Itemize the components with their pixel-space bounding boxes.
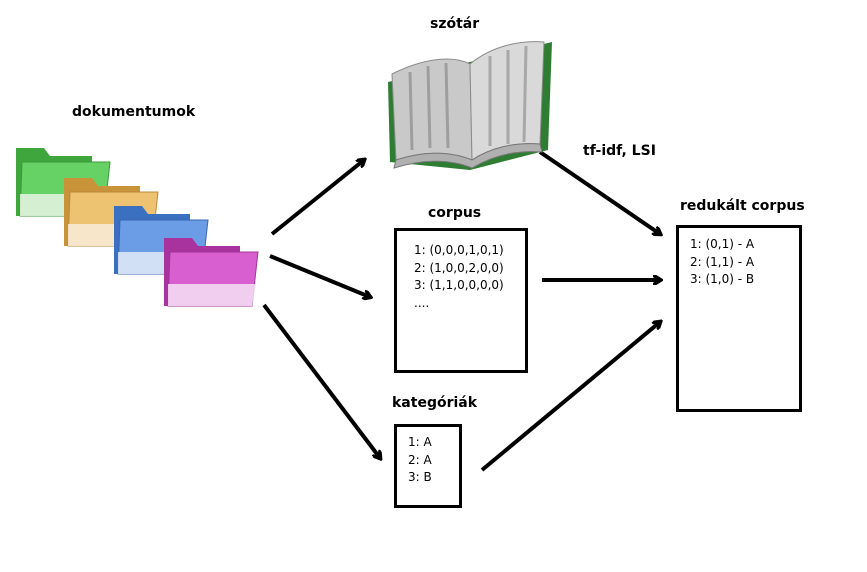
kategoriak-box xyxy=(394,424,462,508)
corpus-line: .... xyxy=(414,295,430,310)
corpus-lines: 1: (0,0,0,1,0,1) 2: (1,0,0,2,0,0) 3: (1,… xyxy=(414,242,504,312)
corpus-line: 2: (1,0,0,2,0,0) xyxy=(414,260,504,275)
label-dokumentumok: dokumentumok xyxy=(72,104,196,120)
kategoria-line: 1: A xyxy=(408,435,432,449)
kategoriak-lines: 1: A 2: A 3: B xyxy=(408,434,432,487)
redukalt-lines: 1: (0,1) - A 2: (1,1) - A 3: (1,0) - B xyxy=(690,236,754,289)
label-kategoriak: kategóriák xyxy=(392,395,478,411)
redukalt-corpus-box xyxy=(676,225,802,412)
arrow-szotar-to-redukalt xyxy=(538,150,660,234)
label-szotar: szótár xyxy=(430,16,480,32)
corpus-line: 3: (1,1,0,0,0,0) xyxy=(414,278,504,292)
kategoria-line: 3: B xyxy=(408,470,432,484)
redukalt-line: 2: (1,1) - A xyxy=(690,254,755,269)
corpus-box xyxy=(394,228,528,373)
kategoria-line: 2: A xyxy=(408,452,432,467)
label-method: tf-idf, LSI xyxy=(583,143,656,159)
redukalt-line: 1: (0,1) - A xyxy=(690,237,755,251)
redukalt-line: 3: (1,0) - B xyxy=(690,272,755,286)
corpus-line: 1: (0,0,0,1,0,1) xyxy=(414,243,504,257)
label-redukalt-corpus: redukált corpus xyxy=(680,198,805,214)
arrow-docs-to-kategoriak xyxy=(262,303,380,458)
folder-icon-pink xyxy=(164,238,259,307)
arrow-docs-to-corpus xyxy=(269,254,370,297)
label-corpus: corpus xyxy=(428,205,482,221)
arrow-docs-to-szotar xyxy=(270,160,364,236)
arrow-kategoriak-to-redukalt xyxy=(480,322,660,472)
